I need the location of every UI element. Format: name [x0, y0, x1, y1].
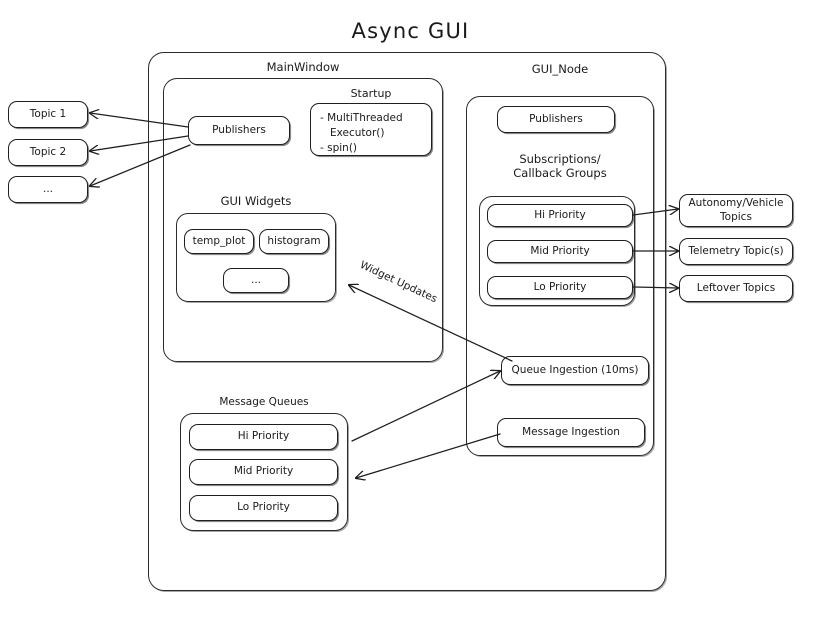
gui-widgets-group [176, 213, 336, 302]
sub-lo-priority[interactable]: Lo Priority [487, 276, 633, 299]
gui-node-publishers[interactable]: Publishers [497, 106, 615, 133]
gui-node-title: GUI_Node [531, 62, 589, 76]
topic-box-1[interactable]: Topic 1 [8, 101, 88, 128]
message-queues-title: Message Queues [219, 396, 309, 408]
queue-lo-priority[interactable]: Lo Priority [189, 495, 338, 521]
startup-box: - MultiThreaded Executor() - spin() [310, 103, 432, 156]
queue-ingestion-box[interactable]: Queue Ingestion (10ms) [501, 356, 649, 385]
autonomy-vehicle-topics-box[interactable]: Autonomy/Vehicle Topics [679, 194, 793, 227]
gui-node-group [466, 96, 654, 456]
queue-mid-priority[interactable]: Mid Priority [189, 459, 338, 485]
main-window-publishers[interactable]: Publishers [188, 116, 290, 145]
gui-widgets-title: GUI Widgets [220, 194, 292, 208]
sub-mid-priority[interactable]: Mid Priority [487, 240, 633, 263]
message-queues-group [180, 413, 348, 531]
widget-histogram[interactable]: histogram [259, 229, 329, 254]
diagram-title: Async GUI [351, 19, 470, 43]
startup-title: Startup [350, 87, 392, 100]
widget-temp-plot[interactable]: temp_plot [184, 229, 254, 254]
outer-frame [148, 52, 666, 591]
telemetry-topics-box[interactable]: Telemetry Topic(s) [679, 238, 793, 265]
topic-box-2[interactable]: Topic 2 [8, 139, 88, 166]
queue-hi-priority[interactable]: Hi Priority [189, 424, 338, 450]
leftover-topics-box[interactable]: Leftover Topics [679, 275, 793, 302]
widget-more[interactable]: ... [223, 268, 289, 293]
sub-hi-priority[interactable]: Hi Priority [487, 204, 633, 227]
message-ingestion-box[interactable]: Message Ingestion [497, 418, 645, 447]
topic-box-more[interactable]: ... [8, 176, 88, 203]
main-window-group [163, 78, 443, 362]
main-window-title: MainWindow [266, 60, 340, 74]
subscriptions-title: Subscriptions/ Callback Groups [513, 152, 607, 181]
